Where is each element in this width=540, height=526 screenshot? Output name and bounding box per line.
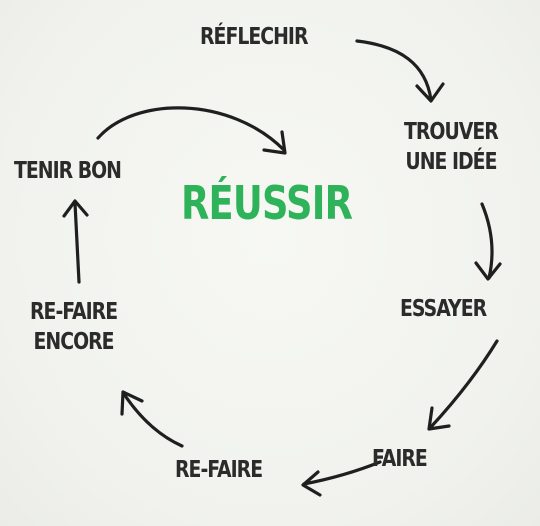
step-trouver-line-2: UNE IDÉE (405, 149, 497, 175)
arrow-trouver-to-essayer (480, 202, 494, 280)
step-reflechir-line-1: RÉFLECHIR (200, 24, 308, 50)
center-goal-reussir: RÉUSSIR (181, 176, 353, 230)
step-tenir-line-1: TENIR BON (14, 158, 122, 184)
arrowhead-trouver-to-essayer (474, 261, 502, 281)
arrowhead-faire-to-refaire (301, 470, 322, 497)
step-tenir-bon: TENIR BON (14, 156, 122, 186)
arrowhead-essayer-to-faire (427, 406, 451, 431)
step-trouver-une-idee: TROUVER UNE IDÉE (404, 117, 499, 177)
arrow-faire-to-refaire (302, 460, 382, 486)
step-re-faire: RE-FAIRE (175, 455, 263, 485)
step-faire: FAIRE (372, 444, 428, 474)
arrow-encore-to-tenir (73, 201, 81, 284)
arrow-essayer-to-faire (428, 339, 499, 430)
step-encore-line-2: ENCORE (33, 329, 115, 355)
step-refaire-line-1: RE-FAIRE (175, 457, 263, 483)
arrow-reflechir-to-trouver (355, 39, 433, 102)
step-trouver-line-1: TROUVER (404, 119, 499, 145)
step-essayer: ESSAYER (400, 294, 487, 324)
arrowhead-tenir-to-reussir (262, 130, 287, 155)
step-essayer-line-1: ESSAYER (400, 296, 487, 322)
step-faire-line-1: FAIRE (372, 446, 428, 472)
step-re-faire-encore: RE-FAIRE ENCORE (30, 297, 118, 357)
arrowhead-reflechir-to-trouver (415, 82, 445, 103)
arrow-tenir-to-reussir (96, 106, 286, 152)
arrowhead-refaire-to-encore (120, 390, 144, 416)
arrow-refaire-to-encore (122, 392, 184, 448)
step-encore-line-1: RE-FAIRE (30, 299, 118, 325)
arrowhead-encore-to-tenir (62, 199, 89, 218)
step-reflechir: RÉFLECHIR (200, 22, 308, 52)
